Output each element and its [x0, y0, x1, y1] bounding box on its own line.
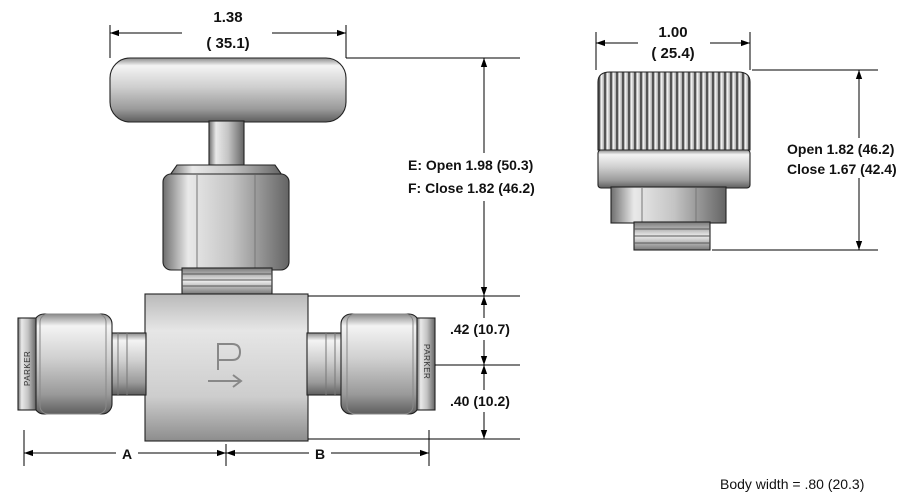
knob-width-inch: 1.00: [658, 24, 687, 41]
knob-collar: [597, 149, 751, 189]
left-tube-stub: [109, 332, 147, 396]
knob-width-mm: ( 25.4): [651, 45, 694, 62]
left-nut-marking: PARKER: [23, 351, 32, 386]
knob-height-open: Open 1.82 (46.2): [787, 141, 894, 157]
left-fitting-ferrule: [17, 317, 37, 411]
main-dimensions: 1.38 ( 35.1) E: Open 1.98 (50.3) F: Clos…: [23, 5, 558, 466]
parker-logo-icon: [208, 343, 243, 388]
right-fitting-ferrule: [416, 317, 436, 411]
body-width-note: Body width = .80 (20.3): [720, 476, 864, 492]
bonnet-threads: [181, 267, 273, 295]
lower-half-dim: .40 (10.2): [450, 393, 510, 409]
knurled-knob: [597, 71, 751, 151]
dim-b-label: B: [315, 446, 325, 462]
left-fitting-nut: [33, 313, 113, 415]
knob-bonnet-nut: [610, 186, 727, 224]
height-open-label: E: Open 1.98 (50.3): [408, 157, 533, 173]
knob-threads: [633, 221, 711, 251]
knob-dimensions: 1.00 ( 25.4) Open 1.82 (46.2) Close 1.67…: [595, 20, 898, 251]
right-nut-marking: PARKER: [422, 344, 431, 379]
knob-height-close: Close 1.67 (42.4): [787, 161, 897, 177]
dim-a-label: A: [122, 446, 132, 462]
right-fitting-nut: [340, 313, 420, 415]
t-handle: [109, 57, 347, 123]
height-close-label: F: Close 1.82 (46.2): [408, 180, 535, 196]
valve-stem: [208, 120, 245, 166]
right-tube-stub: [306, 332, 344, 396]
handle-width-mm: ( 35.1): [206, 35, 249, 52]
handle-width-inch: 1.38: [213, 9, 242, 26]
upper-half-dim: .42 (10.7): [450, 321, 510, 337]
valve-side-view: PARKER PARKER: [17, 57, 436, 442]
valve-body: [144, 293, 309, 442]
knob-handle-view: [597, 71, 751, 251]
bonnet-hex-nut: [162, 173, 290, 271]
